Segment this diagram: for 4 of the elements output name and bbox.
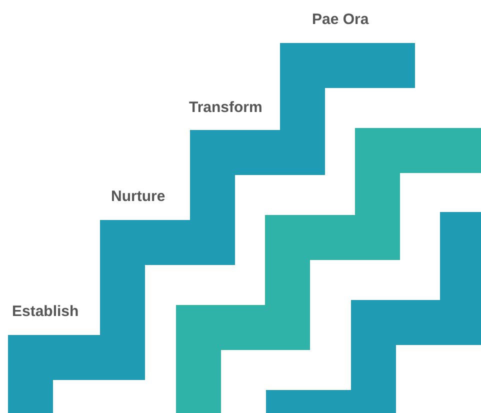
- step-label: Pae Ora: [312, 11, 369, 29]
- step-label: Transform: [189, 99, 262, 117]
- step-label: Nurture: [111, 188, 166, 206]
- step-label: Establish: [12, 303, 79, 321]
